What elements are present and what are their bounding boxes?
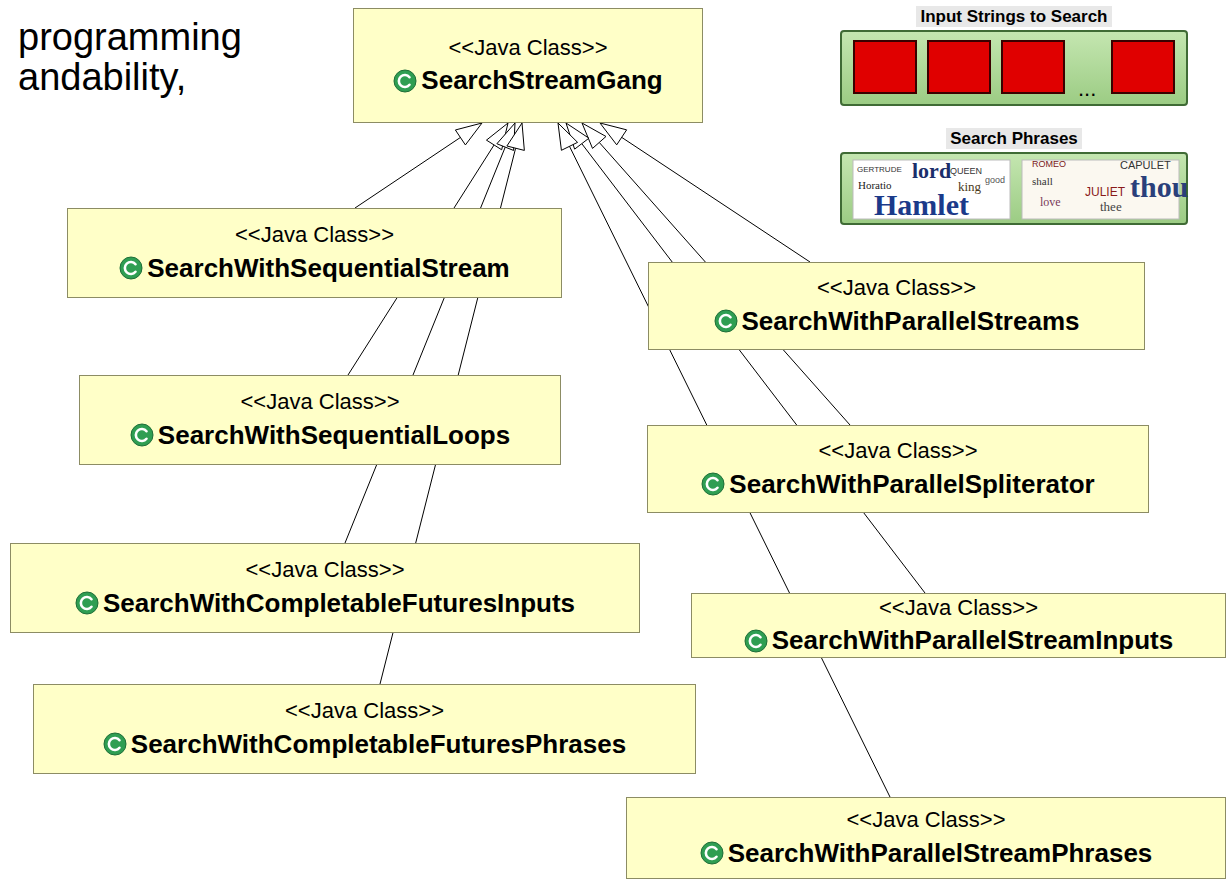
icon-disc xyxy=(104,733,126,755)
word-cloud-word: good xyxy=(985,176,1005,185)
hollow-triangle-head xyxy=(600,123,627,145)
class-name-row: SearchWithSequentialStream xyxy=(119,253,509,284)
hollow-triangle-head xyxy=(455,123,482,145)
word-cloud-word: CAPULET xyxy=(1120,160,1171,171)
ellipsis: ... xyxy=(1078,78,1096,100)
slide-text: andability, xyxy=(18,58,186,96)
class-icon xyxy=(700,841,724,865)
icon-glyph xyxy=(750,635,761,647)
class-icon xyxy=(714,309,738,333)
icon-glyph xyxy=(125,262,136,274)
class-name: SearchWithCompletableFuturesInputs xyxy=(103,588,575,619)
class-icon xyxy=(119,256,143,280)
panel-heading: Input Strings to Search xyxy=(916,6,1111,27)
class-box: <<Java Class>> SearchWithCompletableFutur… xyxy=(33,684,696,774)
class-icon xyxy=(701,472,725,496)
word-cloud-word: QUEEN xyxy=(950,167,982,176)
word-cloud-word: love xyxy=(1040,196,1061,208)
word-cloud-word: JULIET xyxy=(1085,186,1125,198)
icon-disc xyxy=(701,842,723,864)
class-name-row: SearchWithParallelStreamInputs xyxy=(744,625,1173,656)
icon-disc xyxy=(745,630,767,652)
class-name-row: SearchWithParallelStreams xyxy=(714,306,1080,337)
class-name-row: SearchWithSequentialLoops xyxy=(130,420,510,451)
class-box: <<Java Class>> SearchWithParallelStreamIn… xyxy=(691,593,1226,658)
generalization-arrow xyxy=(600,123,810,262)
class-icon xyxy=(744,629,768,653)
icon-disc xyxy=(715,310,737,332)
icon-glyph xyxy=(81,597,92,609)
class-box: <<Java Class>> SearchWithParallelSplitera… xyxy=(647,425,1149,513)
stereotype-label: <<Java Class>> xyxy=(241,389,400,415)
panel-art xyxy=(842,32,1186,104)
generalization-arrow xyxy=(355,123,482,208)
icon-glyph xyxy=(136,429,147,441)
word-cloud-word: shall xyxy=(1032,176,1053,187)
panel-body: ... xyxy=(840,30,1188,106)
class-box: <<Java Class>> SearchStreamGang xyxy=(353,8,703,123)
class-name-row: SearchWithParallelStreamPhrases xyxy=(700,838,1153,869)
icon-disc xyxy=(702,473,724,495)
class-name: SearchWithParallelSpliterator xyxy=(729,469,1094,500)
class-box: <<Java Class>> SearchWithSequentialStream xyxy=(67,208,562,298)
class-name-row: SearchStreamGang xyxy=(393,65,662,96)
class-box: <<Java Class>> SearchWithSequentialLoops xyxy=(79,375,561,465)
class-box: <<Java Class>> SearchWithParallelStreams xyxy=(648,262,1145,350)
class-icon xyxy=(130,423,154,447)
input-string-block xyxy=(1112,41,1174,93)
class-name-row: SearchWithParallelSpliterator xyxy=(701,469,1094,500)
class-name: SearchWithParallelStreams xyxy=(742,306,1080,337)
word-cloud-word: thee xyxy=(1100,200,1122,213)
word-cloud-word: ROMEO xyxy=(1032,160,1066,169)
class-name: SearchWithSequentialStream xyxy=(147,253,509,284)
input-string-block xyxy=(1002,41,1064,93)
icon-disc xyxy=(76,592,98,614)
class-box: <<Java Class>> SearchWithParallelStreamPh… xyxy=(626,797,1226,879)
icon-disc xyxy=(394,70,416,92)
input-panel: Input Strings to Search... xyxy=(840,6,1188,106)
class-name: SearchStreamGang xyxy=(421,65,662,96)
input-string-block xyxy=(928,41,990,93)
icon-glyph xyxy=(109,738,120,750)
icon-glyph xyxy=(719,315,730,327)
stereotype-label: <<Java Class>> xyxy=(879,595,1038,621)
class-icon xyxy=(103,732,127,756)
word-cloud-word: lord xyxy=(912,160,951,182)
stereotype-label: <<Java Class>> xyxy=(817,275,976,301)
hollow-triangle-head xyxy=(558,123,578,150)
class-icon xyxy=(393,69,417,93)
stereotype-label: <<Java Class>> xyxy=(449,35,608,61)
input-string-block xyxy=(854,41,916,93)
word-cloud-panel xyxy=(853,160,1010,219)
word-cloud-word: GERTRUDE xyxy=(857,166,902,174)
class-name-row: SearchWithCompletableFuturesInputs xyxy=(75,588,575,619)
panel-heading: Search Phrases xyxy=(946,128,1082,149)
class-name-row: SearchWithCompletableFuturesPhrases xyxy=(103,729,626,760)
stereotype-label: <<Java Class>> xyxy=(235,222,394,248)
stereotype-label: <<Java Class>> xyxy=(819,438,978,464)
icon-disc xyxy=(131,424,153,446)
icon-glyph xyxy=(399,75,410,87)
word-cloud-word: thou xyxy=(1130,172,1188,202)
stereotype-label: <<Java Class>> xyxy=(847,807,1006,833)
hollow-triangle-head xyxy=(507,123,524,150)
class-name: SearchWithCompletableFuturesPhrases xyxy=(131,729,626,760)
word-cloud-word: Hamlet xyxy=(874,190,969,220)
class-name: SearchWithSequentialLoops xyxy=(158,420,510,451)
connector-line xyxy=(355,137,460,208)
stereotype-label: <<Java Class>> xyxy=(246,557,405,583)
class-name: SearchWithParallelStreamInputs xyxy=(772,625,1173,656)
class-box: <<Java Class>> SearchWithCompletableFutur… xyxy=(10,543,640,633)
class-icon xyxy=(75,591,99,615)
class-name: SearchWithParallelStreamPhrases xyxy=(728,838,1153,869)
generalization-arrow xyxy=(345,123,515,543)
stereotype-label: <<Java Class>> xyxy=(285,698,444,724)
connector-line xyxy=(345,147,505,543)
icon-glyph xyxy=(707,478,718,490)
slide-text: programming xyxy=(18,18,242,56)
icon-glyph xyxy=(706,847,717,859)
icon-disc xyxy=(120,257,142,279)
